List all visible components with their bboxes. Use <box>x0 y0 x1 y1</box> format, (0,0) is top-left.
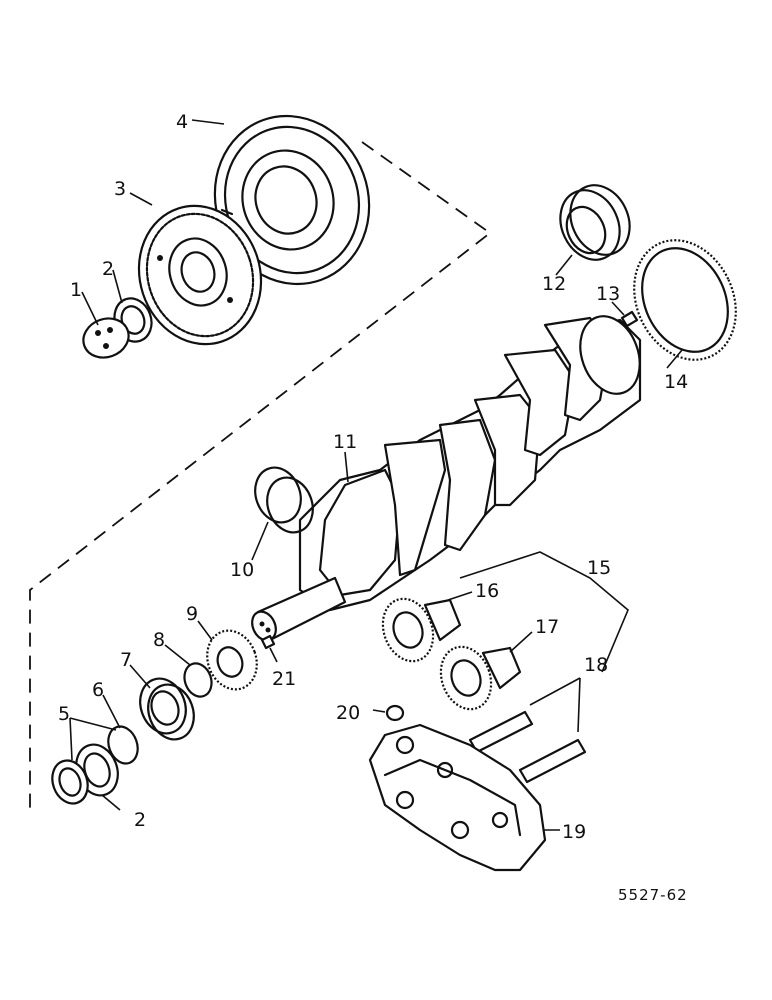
part-5-ring <box>51 759 89 805</box>
callout-7: 7 <box>120 649 132 671</box>
part-17-gear <box>439 645 522 711</box>
part-13-dowel-pin <box>620 310 639 328</box>
part-8-o-ring <box>183 662 213 698</box>
part-12-bearing-shell <box>559 184 631 261</box>
callout-9: 9 <box>186 603 198 625</box>
leader-11 <box>344 451 349 483</box>
leader-10 <box>251 521 269 561</box>
leader-6 <box>102 694 121 729</box>
leader-4 <box>191 119 225 125</box>
part-1-washer <box>82 317 130 359</box>
leader-2b <box>101 794 121 811</box>
leader-17 <box>509 631 533 653</box>
part-18-shafts <box>468 710 587 784</box>
drawing-reference-number: 5527-62 <box>618 886 688 904</box>
part-4-pulley <box>213 114 371 286</box>
callout-18: 18 <box>584 654 608 676</box>
part-11-crankshaft <box>251 315 642 642</box>
callout-20: 20 <box>336 702 360 724</box>
leader-14 <box>666 349 683 369</box>
callout-14: 14 <box>664 371 688 393</box>
leader-12 <box>555 254 573 276</box>
leader-9 <box>197 620 213 641</box>
leader-18b <box>577 677 581 733</box>
callout-3: 3 <box>114 178 126 200</box>
part-21-key <box>260 634 276 650</box>
part-9-crank-gear <box>206 629 258 691</box>
leader-7 <box>129 664 151 689</box>
part-20-o-ring <box>385 704 405 722</box>
callout-8: 8 <box>153 629 165 651</box>
assembly-boundary-line <box>29 141 492 808</box>
leader-1 <box>81 291 99 326</box>
part-7-spacer <box>139 677 195 741</box>
callout-15: 15 <box>587 557 611 579</box>
leader-15 <box>459 551 629 673</box>
callout-1: 1 <box>70 279 82 301</box>
callout-5: 5 <box>58 703 70 725</box>
callout-11: 11 <box>333 431 357 453</box>
callout-16: 16 <box>475 580 499 602</box>
part-14-ring-gear <box>633 239 737 361</box>
callout-17: 17 <box>535 616 559 638</box>
leader-5a <box>69 717 73 761</box>
callout-19: 19 <box>562 821 586 843</box>
leader-8 <box>164 644 191 666</box>
callout-12: 12 <box>542 273 566 295</box>
leader-20 <box>372 709 386 713</box>
leader-2a <box>112 269 123 304</box>
callout-21: 21 <box>272 668 296 690</box>
part-3-hub <box>137 204 263 346</box>
callout-13: 13 <box>596 283 620 305</box>
leader-16 <box>447 591 473 601</box>
leader-18a <box>529 677 581 706</box>
part-10-bearing-shell <box>254 466 314 534</box>
part-16-gear <box>381 597 462 663</box>
leader-3 <box>129 192 153 206</box>
part-6-ring <box>107 725 139 765</box>
callout-6: 6 <box>92 679 104 701</box>
leader-21 <box>269 647 278 663</box>
leader-13 <box>611 301 625 316</box>
leader-5b <box>69 717 117 731</box>
part-19-housing <box>368 723 547 872</box>
callout-2b: 2 <box>134 809 146 831</box>
callout-4: 4 <box>176 111 188 133</box>
callout-10: 10 <box>230 559 254 581</box>
callout-2a: 2 <box>102 258 114 280</box>
